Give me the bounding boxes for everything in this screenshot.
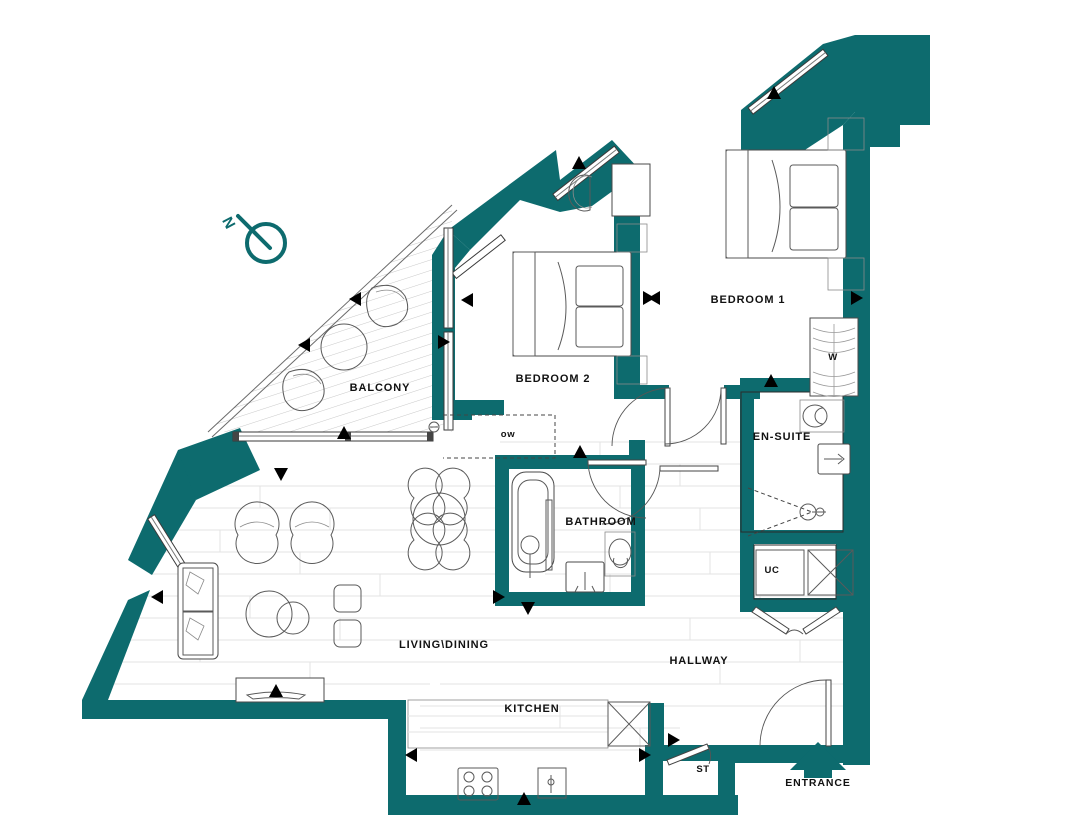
balcony-drain: [428, 421, 440, 433]
direction-markers: [151, 86, 863, 805]
side-stool-living-1: [333, 584, 362, 613]
room-label-store: ST: [696, 764, 709, 775]
room-label-ensuite: EN-SUITE: [753, 431, 812, 443]
wc-bathroom: [604, 531, 636, 577]
north-compass: N: [219, 214, 287, 264]
room-label-wardrobe: W: [828, 352, 838, 363]
room-label-bedroom2: BEDROOM 2: [516, 373, 591, 385]
balcony-table: [320, 323, 368, 371]
double-bed-bedroom2: [512, 223, 648, 385]
wardrobe-hangers: [809, 317, 859, 397]
shower-ensuite: [747, 487, 826, 537]
door-uc: [751, 606, 841, 635]
ow-zone: [443, 414, 556, 459]
bath-tub: [511, 471, 555, 578]
doors: [587, 387, 841, 766]
dining-table-four-chairs: [407, 467, 471, 571]
door-entrance: [759, 679, 832, 747]
entrance-label: ENTRANCE: [785, 777, 851, 789]
room-label-living: LIVING\DINING: [399, 639, 489, 651]
double-bed-bedroom1: [725, 117, 865, 291]
sink-kitchen: [537, 767, 567, 799]
sofa-living: [177, 562, 219, 660]
armchair-living-1: [234, 501, 280, 564]
balcony-chair-2: [282, 369, 325, 412]
entrance-arrow: [790, 742, 846, 778]
door-store: [666, 743, 712, 766]
balcony-floor-hatch: [208, 205, 452, 432]
side-stool-living-2: [333, 619, 362, 648]
wc-ensuite: [799, 399, 845, 433]
room-labels: BALCONY BEDROOM 2 BEDROOM 1 W EN-SUITE B…: [350, 294, 851, 789]
uc-cupboard: [755, 549, 854, 596]
coffee-table-living: [245, 590, 310, 638]
room-label-bedroom1: BEDROOM 1: [711, 294, 786, 306]
basin-ensuite: [817, 443, 851, 475]
balcony-chair-1: [366, 284, 409, 328]
hob-kitchen: [457, 767, 499, 801]
room-label-balcony: BALCONY: [350, 382, 411, 394]
door-bedroom1: [664, 387, 727, 445]
door-bedroom2: [611, 387, 671, 447]
room-label-uc: UC: [765, 565, 780, 576]
desk-chair-bedroom2: [568, 163, 651, 217]
windows: [147, 48, 829, 596]
tv-unit-living: [235, 677, 325, 703]
room-label-hallway: HALLWAY: [669, 655, 728, 667]
door-bathroom: [587, 459, 647, 519]
room-label-ow: ow: [501, 429, 515, 440]
armchair-living-2: [289, 501, 335, 564]
basin-bathroom: [565, 561, 605, 593]
room-label-kitchen: KITCHEN: [504, 703, 559, 715]
room-label-bathroom: BATHROOM: [565, 516, 636, 528]
door-ensuite: [601, 465, 719, 525]
tall-unit-kitchen: [607, 701, 651, 747]
